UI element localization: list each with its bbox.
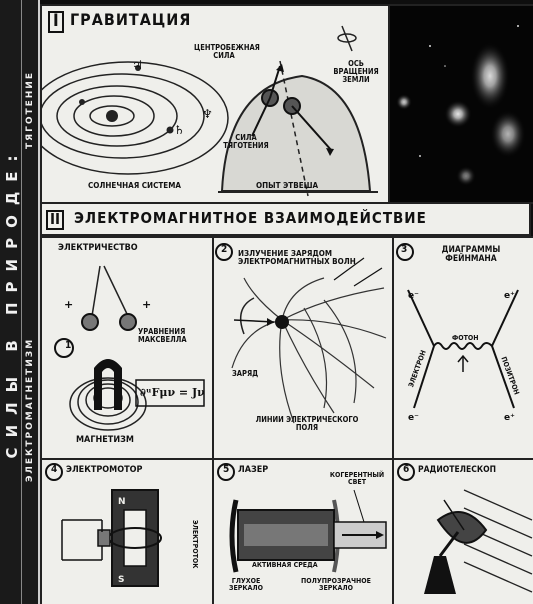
gravity-illustration: ♃ ♄ ♆	[42, 25, 378, 197]
svg-text:+: +	[142, 298, 151, 311]
earth-dome	[220, 74, 372, 192]
charge-icon	[275, 315, 289, 329]
electricity-illustration: + +	[54, 265, 205, 431]
magnet-field-lines	[69, 377, 147, 431]
svg-text:♆: ♆	[202, 107, 213, 121]
svg-text:♃: ♃	[132, 58, 143, 72]
coherent-label: КОГЕРЕНТНЫЙ СВЕТ	[329, 471, 385, 487]
blind-mirror-icon	[229, 499, 239, 573]
gravity-panel: I ГРАВИТАЦИЯ ♃ ♄ ♆	[40, 4, 390, 204]
svg-text:S: S	[118, 575, 124, 585]
maxwell-formula-box	[135, 379, 205, 407]
sun-icon	[106, 110, 118, 122]
motor-title: ЭЛЕКТРОМОТОР	[66, 465, 143, 475]
gravity-force-label: СИЛА ТЯГОТЕНИЯ	[223, 133, 269, 150]
solar-system-label: СОЛНЕЧНАЯ СИСТЕМА	[88, 181, 181, 190]
blind-mirror-label: ГЛУХОЕ ЗЕРКАЛО	[229, 577, 263, 593]
laser-illustration	[217, 463, 387, 573]
panel-motor: ЭЛЕКТРОМОТОР N S 4 ЭЛЕКТРОТОК	[40, 458, 214, 604]
feynman-title: ДИАГРАММЫ ФЕЙНМАНА	[441, 245, 501, 264]
side-spine: СИЛЫ В ПРИРОДЕ: ТЯГОТЕНИЕ ЭЛЕКТРОМАГНЕТИ…	[0, 0, 40, 604]
maxwell-label: УРАВНЕНИЯ МАКСВЕЛЛА	[138, 327, 187, 344]
svg-text:e⁻: e⁻	[408, 413, 419, 423]
svg-text:N: N	[118, 497, 126, 507]
field-lines-label: ЛИНИИ ЭЛЕКТРИЧЕСКОГО ПОЛЯ	[255, 415, 359, 432]
em-title: ЭЛЕКТРОМАГНИТНОЕ ВЗАИМОДЕЙСТВИЕ	[74, 209, 427, 227]
magnetism-label: МАГНЕТИЗМ	[76, 435, 134, 445]
svg-text:+: +	[64, 298, 73, 311]
maxwell-formula: ∂ᵘFμν = Jν	[140, 386, 205, 399]
plumb-label: ОПЫТ ЭТВЕША	[256, 181, 319, 190]
section-numeral-2: II	[46, 210, 65, 230]
feynman-diagram: e⁻ e⁺ e⁻ e⁺	[396, 243, 519, 423]
spine-sub-bottom: ЭЛЕКТРОМАГНЕТИЗМ	[24, 337, 35, 483]
radiation-title: ИЗЛУЧЕНИЕ ЗАРЯДОМ ЭЛЕКТРОМАГНИТНЫХ ВОЛН	[238, 249, 356, 267]
charge-label: ЗАРЯД	[232, 369, 259, 378]
panel-number-4: 4	[51, 464, 58, 475]
panel-number-1: 1	[65, 340, 72, 351]
field-line-curves	[231, 277, 387, 424]
earth-axis-line	[279, 60, 309, 197]
solar-system-diagram	[42, 61, 229, 175]
radio-title: РАДИОТЕЛЕСКОП	[418, 465, 497, 475]
active-medium-label: АКТИВНАЯ СРЕДА	[252, 561, 318, 569]
panel-radiation: ИЗЛУЧЕНИЕ ЗАРЯДОМ ЭЛЕКТРОМАГНИТНЫХ ВОЛН	[212, 236, 394, 460]
panel-electricity: ЭЛЕКТРИЧЕСТВО + + 1 УРАВНЕНИЯ МАКСВЕЛЛА …	[40, 236, 214, 460]
panel-number-6: 6	[403, 464, 410, 475]
panel-feynman: ДИАГРАММЫ ФЕЙНМАНА e⁻ e⁺ e⁻ e⁺ 3 ФОТОН Э…	[392, 236, 533, 460]
laser-title: ЛАЗЕР	[238, 465, 269, 475]
motor-illustration: N S	[45, 463, 162, 587]
panel-radio-telescope: РАДИОТЕЛЕСКОП 6	[392, 458, 533, 604]
photon-wave-line	[433, 342, 493, 350]
semi-mirror-label: ПОЛУПРОЗРАЧНОЕ ЗЕРКАЛО	[301, 577, 371, 593]
section-numeral-1: I	[48, 11, 64, 33]
radio-telescope-illustration	[397, 463, 533, 594]
panel-number-2: 2	[221, 244, 228, 255]
svg-text:♄: ♄	[174, 123, 185, 137]
svg-text:e⁻: e⁻	[408, 291, 419, 301]
radiation-illustration	[215, 243, 387, 424]
spine-sub-top: ТЯГОТЕНИЕ	[24, 71, 35, 149]
motor-side-label: ЭЛЕКТРОТОК	[191, 520, 199, 569]
telescope-mount	[424, 556, 456, 594]
spine-sub-strip: ТЯГОТЕНИЕ ЭЛЕКТРОМАГНЕТИЗМ	[21, 0, 37, 604]
panel-number-5: 5	[223, 464, 230, 475]
panel-number-3: 3	[401, 244, 408, 255]
electricity-label: ЭЛЕКТРИЧЕСТВО	[58, 243, 138, 253]
svg-text:e⁺: e⁺	[504, 413, 515, 423]
horseshoe-magnet-icon	[94, 359, 122, 410]
galaxy-photo	[388, 4, 533, 204]
spine-main-text: СИЛЫ В ПРИРОДЕ:	[3, 145, 21, 459]
earth-axis-label: ОСЬ ВРАЩЕНИЯ ЗЕМЛИ	[333, 59, 379, 84]
gravity-title: ГРАВИТАЦИЯ	[70, 10, 192, 29]
panel-laser: ЛАЗЕР 5 КОГЕРЕНТНЫЙ СВЕТ АКТИВНАЯ СРЕДА …	[212, 458, 394, 604]
photon-label: ФОТОН	[452, 334, 479, 342]
spine-main-strip: СИЛЫ В ПРИРОДЕ:	[3, 0, 21, 604]
centrifugal-label: ЦЕНТРОБЕЖНАЯ СИЛА	[194, 43, 260, 60]
svg-text:e⁺: e⁺	[504, 291, 515, 301]
